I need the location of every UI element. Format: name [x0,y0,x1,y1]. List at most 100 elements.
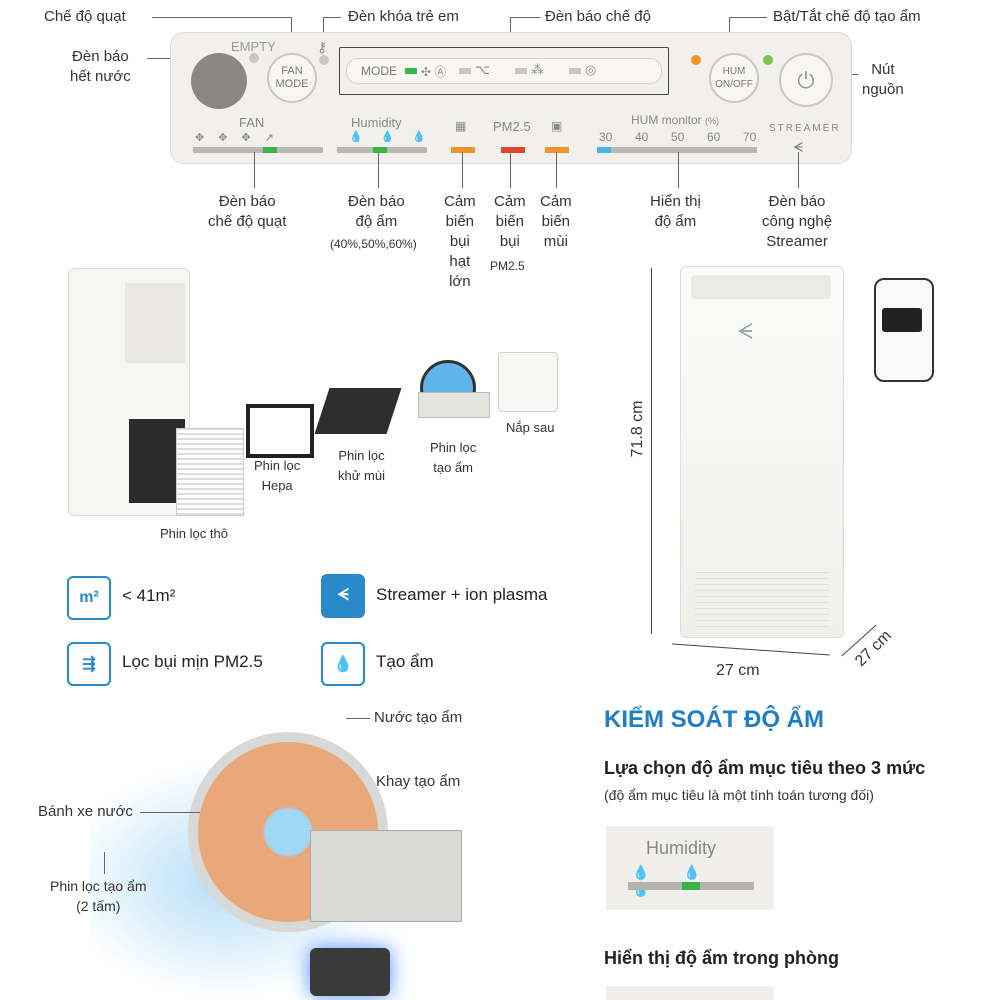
part-hepa-label: Phin lọc Hepa [254,458,301,493]
humidity-card-active [682,882,700,890]
hum-scale-30: 30 [599,130,613,144]
empty-label: EMPTY [231,39,276,54]
fan-level-bar [193,147,323,153]
hum-scale-60: 60 [707,130,721,144]
power-lamp [763,55,773,65]
empty-lamp [249,53,259,63]
callout-empty-lamp: Đèn báo hết nước [70,48,131,85]
leader-line [729,17,767,18]
humidify-drop-icon: 💧 [321,642,365,686]
diagram-tray-label: Khay tạo ẩm [376,773,461,790]
mode-inner: MODE ✣ Ⓐ ⌥ ⁂ ◎ [346,58,662,84]
feature-area: < 41m² [122,586,176,605]
callout-humidity-display: Hiển thị độ ẩm [650,193,701,230]
leader-line [378,152,379,188]
remote-control-image [874,278,934,382]
humidifier-diagram [90,720,480,1000]
device-base-grille [695,567,829,627]
width-dimension-line [672,643,830,656]
leader-line [510,152,511,188]
pm25-filter-icon: ⇶ [67,642,111,686]
leader-line [462,152,463,188]
auto-mode-icon: ✣ Ⓐ [421,65,447,79]
leader-line [510,17,540,18]
leader-line [346,718,370,719]
hum-scale-40: 40 [635,130,649,144]
diagram-water-label: Nước tạo ẩm [374,709,463,726]
leader-line [323,17,341,18]
room-humidity-title: Hiển thị độ ẩm trong phòng [604,948,839,968]
mode-lamp-3 [515,68,527,74]
callout-humidity-levels: (40%,50%,60%) [330,237,417,251]
hepa-filter-image [246,404,314,458]
hum-lamp [691,55,701,65]
fan-level-active [263,147,277,153]
humidity-heading: Humidity [351,115,402,130]
child-lock-lamp [319,55,329,65]
humidity-drop-icons: 💧💧💧 [349,131,445,143]
hum-scale-70: 70 [743,130,757,144]
remote-screen [882,308,922,332]
hum-monitor-label: HUM monitor [631,113,702,127]
hum-onoff-button[interactable]: HUM ON/OFF [709,53,759,103]
height-dimension-label: 71.8 cm [629,400,646,458]
pm25-sensor-lamp [501,147,525,153]
hum-onoff-label: HUM ON/OFF [715,66,753,90]
mode-auto-lamp [405,68,417,74]
fan-heading: FAN [239,115,265,130]
humidity-card-drops-icon: 💧💧💧 [632,864,735,897]
deodor-filter-image [314,388,402,434]
feature-pm: Lọc bụi mịn PM2.5 [122,652,263,671]
diagram-wheel-label: Bánh xe nước [38,803,133,820]
fan-mode-label: FAN MODE [275,65,309,90]
leader-line [291,17,292,45]
purifier-filter-slot [129,419,185,503]
width-dimension-label: 27 cm [716,662,760,679]
depth-dimension-label: 27 cm [852,627,895,671]
purifier-front-image: ᗕ [680,266,844,638]
callout-fan-mode: Chế độ quạt [44,8,126,25]
control-panel: EMPTY FAN MODE ⚷ MODE ✣ Ⓐ ⌥ ⁂ ◎ HUM ON/O… [170,32,852,164]
callout-humidity-indicator: Đèn báo độ ẩm [348,193,405,230]
part-deodor-label: Phin lọc khử mùi [338,448,385,483]
callout-streamer-indicator: Đèn báo công nghệ Streamer [762,193,833,250]
area-icon: m² [67,576,111,620]
callout-pm25-sensor: Cảm biến bụi [494,193,526,250]
callout-hum-toggle: Bật/Tắt chế độ tạo ẩm [773,8,921,25]
humidity-control-title: KIỂM SOÁT ĐỘ ẨM [604,706,824,733]
height-dimension-line [651,268,652,634]
back-cover-image [498,352,558,412]
streamer-heading: STREAMER [769,123,841,134]
callout-mode-lamp: Đèn báo chế độ [545,8,651,25]
hum-monitor-heading: HUM monitor (%) [631,113,719,127]
callout-dust-sensor: Cảm biến bụi hạt lớn [444,193,476,290]
purifier-open-image [68,268,190,516]
feature-humidify: Tạo ẩm [376,652,434,671]
part-coarse-label: Phin lọc thô [160,526,228,541]
fan-mode-button[interactable]: FAN MODE [267,53,317,103]
speaker-grille [191,53,247,109]
odor-sensor-icon: ▣ [551,119,563,133]
coarse-filter-image [176,428,244,516]
mode-lamp-2 [459,68,471,74]
mode-display: MODE ✣ Ⓐ ⌥ ⁂ ◎ [339,47,669,95]
part-back-label: Nắp sau [506,420,555,435]
hum-monitor-bar [597,147,757,153]
leader-line [104,852,105,874]
mode-label: MODE [361,64,397,78]
callout-fan-indicator: Đèn báo chế độ quạt [208,193,287,230]
leader-line [254,152,255,188]
humid-tray-image [418,392,490,418]
humid-tray-box [310,830,462,922]
leader-line [152,17,292,18]
dust-sensor-icon: ▦ [455,119,467,133]
eco-icon: ◎ [585,62,597,77]
child-lock-icon: ⚷ [317,39,328,55]
humidity-control-subtitle: Lựa chọn độ ẩm mục tiêu theo 3 mức [604,758,926,778]
pollen-icon: ⁂ [531,62,544,77]
power-button[interactable]: ⏻ [779,53,833,107]
hum-monitor-active [597,147,611,153]
leader-line [140,812,200,813]
streamer-icon: ᗕ [321,574,365,618]
humidity-control-note: (độ ẩm mục tiêu là một tính toán tương đ… [604,787,874,803]
